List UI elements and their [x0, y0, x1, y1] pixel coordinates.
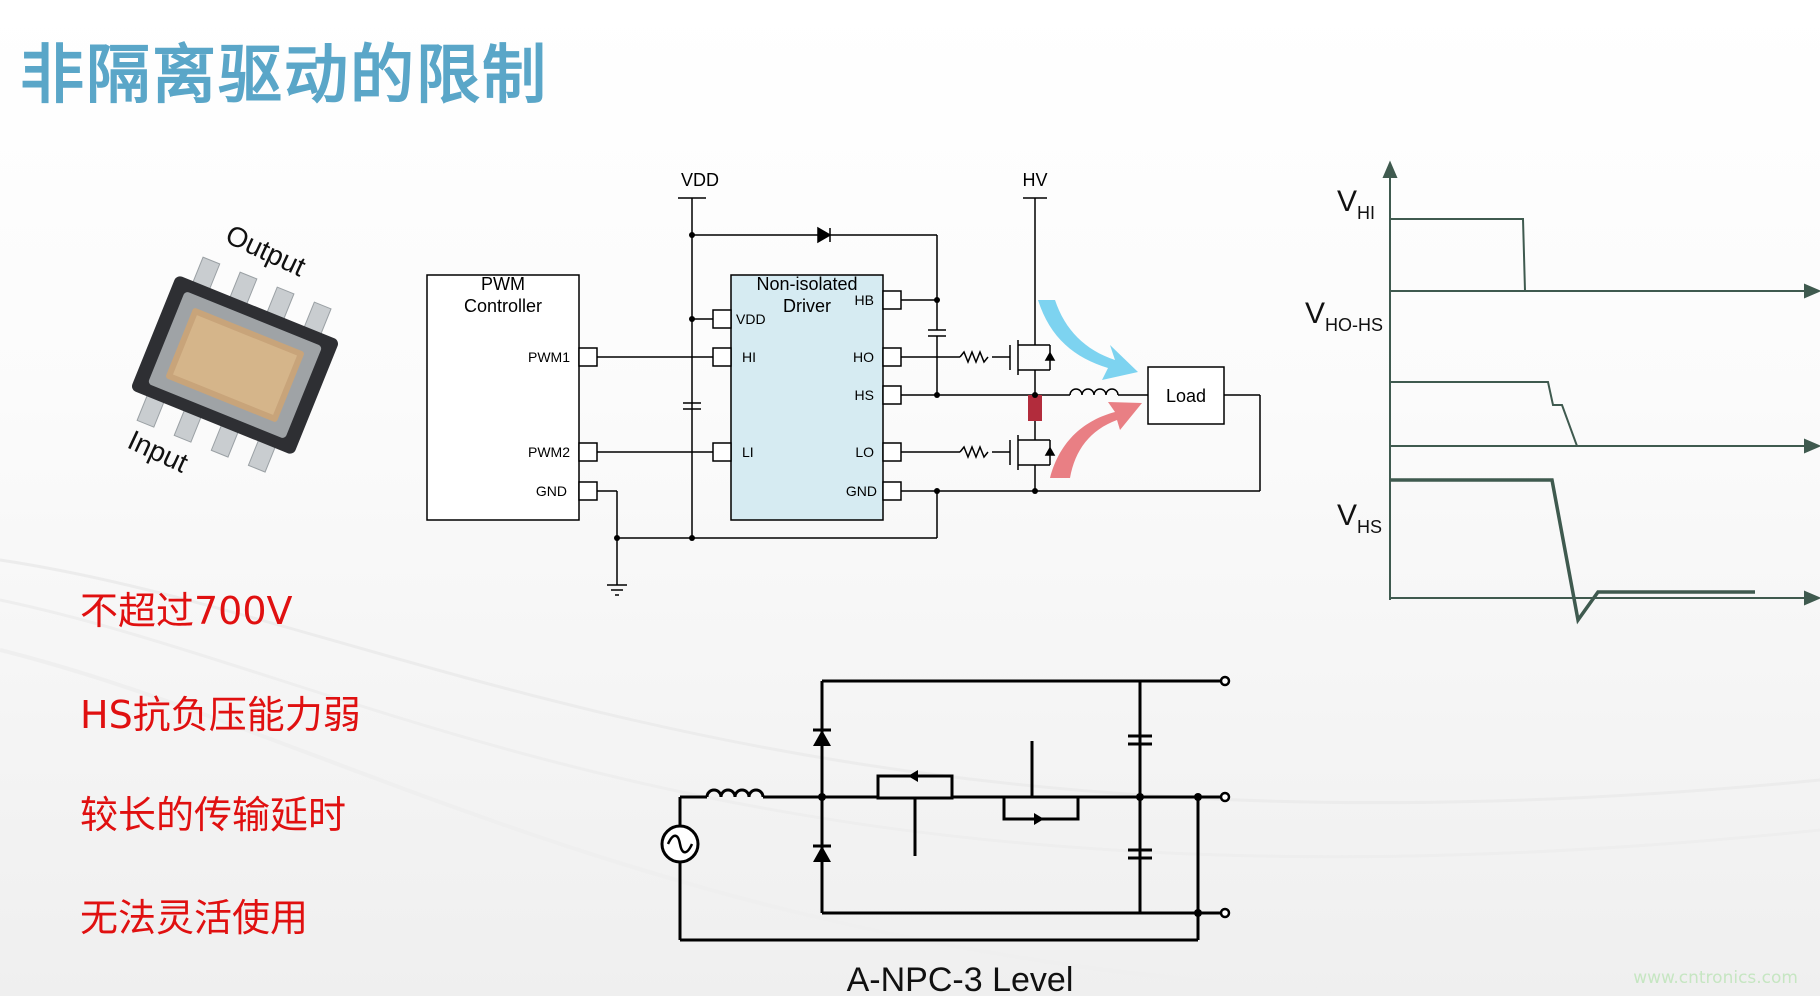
chip-output-label: Output: [221, 219, 310, 283]
pwm1-pin-label: PWM1: [528, 349, 570, 365]
watermark: www.cntronics.com: [1633, 968, 1798, 988]
bullet-inflexible: 无法灵活使用: [80, 896, 309, 940]
driver-li-pin-label: LI: [742, 444, 754, 460]
slide-title: 非隔离驱动的限制: [20, 39, 548, 113]
bullet-max-voltage: 不超过700V: [80, 589, 293, 633]
pwm2-pin-label: PWM2: [528, 444, 570, 460]
pwm-controller-block: [426, 274, 580, 521]
driver-block: [730, 274, 884, 521]
v-ho-hs-label: V: [1305, 297, 1325, 330]
driver-hi-pin-label: HI: [742, 349, 756, 365]
svg-text:VHO-HS: VHO-HS: [1305, 297, 1383, 335]
v-hi-subscript: HI: [1357, 203, 1375, 223]
waveform-diagram: VHI VHO-HS VHS: [1305, 160, 1820, 625]
v-hs-label: V: [1337, 499, 1357, 532]
driver-line2: Driver: [783, 296, 831, 316]
pwm-controller-line1: PWM: [481, 274, 525, 294]
driver-hb-pin-label: HB: [855, 292, 874, 308]
hv-label: HV: [1022, 170, 1047, 190]
load-label: Load: [1166, 386, 1206, 406]
bullet-propagation-delay: 较长的传输延时: [80, 793, 347, 837]
pwm-controller-line2: Controller: [464, 296, 542, 316]
bullet-hs-negative-voltage: HS抗负压能力弱: [80, 693, 361, 737]
driver-lo-pin-label: LO: [855, 444, 874, 460]
driver-ho-pin-label: HO: [853, 349, 874, 365]
pwm-gnd-pin-label: GND: [536, 483, 567, 499]
driver-line1: Non-isolated: [756, 274, 857, 294]
svg-text:VHS: VHS: [1337, 499, 1382, 537]
vdd-label: VDD: [681, 170, 719, 190]
driver-vdd-pin-label: VDD: [736, 311, 766, 327]
ic-chip-picture: Output Input: [123, 219, 339, 479]
load-block: [1147, 366, 1225, 425]
lower-current-arrow: [1050, 402, 1142, 478]
anpc-caption: A-NPC-3 Level: [847, 961, 1074, 996]
driver-gnd-pin-label: GND: [846, 483, 877, 499]
anpc-3-level-schematic: A-NPC-3 Level: [660, 675, 1231, 996]
upper-current-arrow: [1038, 300, 1138, 380]
v-hs-subscript: HS: [1357, 517, 1382, 537]
svg-text:VHI: VHI: [1337, 185, 1375, 223]
v-ho-hs-subscript: HO-HS: [1325, 315, 1383, 335]
driver-hs-pin-label: HS: [855, 387, 874, 403]
v-hi-label: V: [1337, 185, 1357, 218]
driver-schematic: VDD HV PWM Controller PWM1 PWM2 GND Non-…: [426, 170, 1261, 596]
